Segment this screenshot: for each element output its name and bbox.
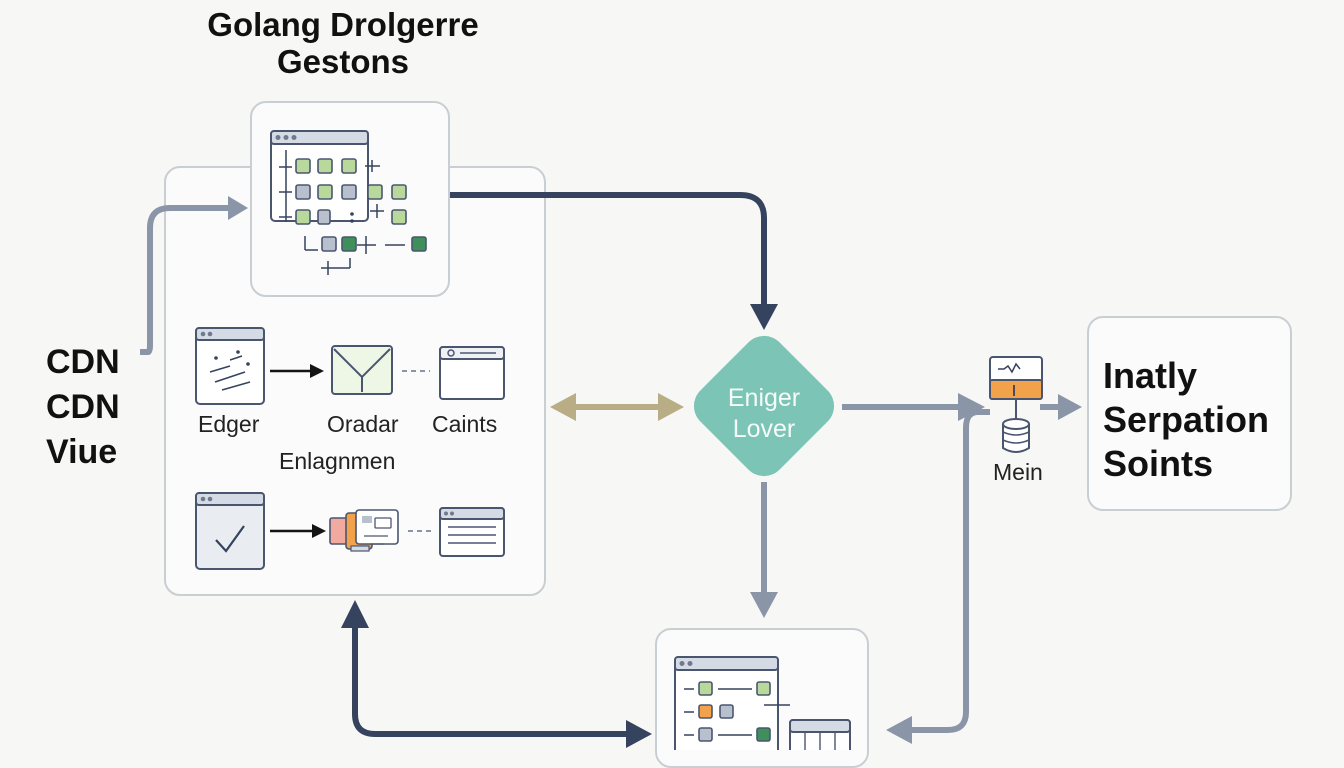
server-window-icon [989, 356, 1043, 420]
list-window-icon [439, 507, 505, 557]
title-line-1: Golang Drolgerre [207, 6, 479, 43]
label-oradar: Oradar [327, 411, 399, 437]
label-mein: Mein [993, 459, 1043, 485]
center-node-line-1: Eniger [727, 384, 801, 412]
label-enlagnmen: Enlagnmen [279, 448, 396, 474]
node-to-bottom-arrow [750, 482, 778, 618]
devices-icon [329, 509, 399, 552]
left-label-line-2: CDN [46, 388, 120, 426]
panel-node-double-arrow [550, 393, 684, 421]
mein-to-bottom-arrow [886, 409, 990, 744]
center-node-label: Eniger Lover [704, 383, 824, 445]
grid-window-icon [270, 130, 427, 275]
center-node [693, 335, 835, 477]
bottom-grid-window-icon [674, 656, 790, 750]
label-caints: Caints [432, 411, 498, 437]
cdn-to-grid-arrow [140, 196, 248, 355]
arrow-edger-to-oradar [270, 364, 324, 378]
result-line-3: Soints [1103, 443, 1214, 484]
bottom-table-icon [789, 719, 851, 750]
result-line-1: Inatly [1103, 355, 1198, 396]
grid-to-node-arrow [450, 192, 778, 330]
scatter-window-icon [195, 327, 265, 405]
result-line-2: Serpation [1103, 399, 1270, 440]
result-box-text: Inatly Serpation Soints [1103, 354, 1269, 486]
window-icon [439, 346, 505, 400]
diagram-title: Golang Drolgerre Gestons [178, 6, 508, 80]
label-edger: Edger [198, 411, 260, 437]
left-label-line-3: Viue [46, 433, 118, 471]
title-line-2: Gestons [276, 43, 410, 80]
left-label: CDN CDN Viue [46, 340, 120, 475]
mein-to-result-arrow [1040, 394, 1082, 420]
checkmark-window-icon [195, 492, 265, 570]
center-node-line-2: Lover [732, 415, 796, 443]
database-icon [1002, 418, 1030, 453]
bottom-to-panel-arrow [341, 600, 652, 748]
diagram-canvas [140, 130, 1082, 750]
node-to-mein-arrow [842, 393, 985, 421]
envelope-icon [331, 345, 393, 395]
result-box [1087, 316, 1292, 511]
left-label-line-1: CDN [46, 343, 120, 381]
arrow-check-to-devices [270, 524, 326, 538]
